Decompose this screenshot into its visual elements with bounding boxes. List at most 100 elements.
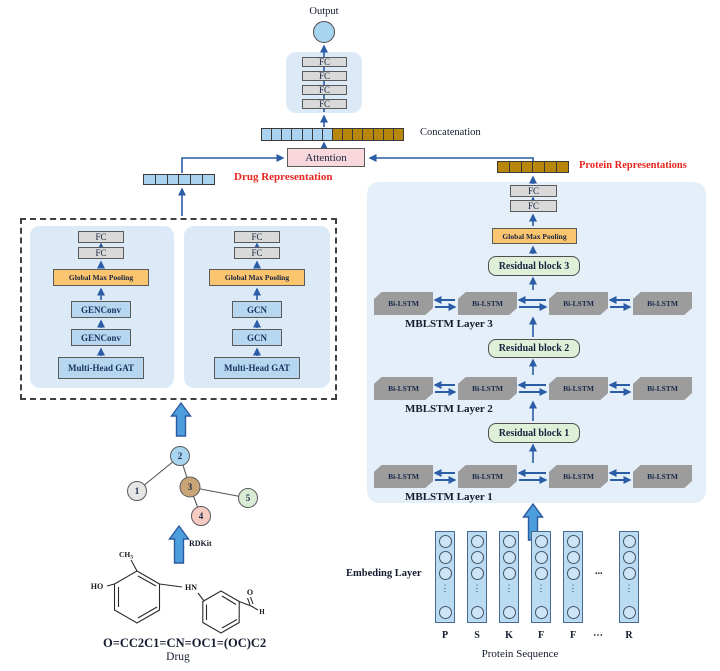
concatenation-label: Concatenation: [420, 127, 481, 138]
vector-cell: [557, 162, 568, 172]
sequence-letter: S: [474, 630, 480, 641]
mblstm-layer-label: MBLSTM Layer 3: [405, 318, 493, 330]
embedding-ellipsis: ...: [595, 566, 603, 577]
molecule-h-label: H: [259, 608, 265, 616]
protein-fc-2: FC: [510, 200, 557, 212]
top-fc-2: FC: [302, 71, 347, 81]
graph-node-3-label: 3: [188, 482, 193, 492]
output-label: Output: [309, 6, 339, 17]
embedding-unit: [502, 606, 516, 619]
residual-block-3: Residual block 3: [488, 256, 580, 276]
vector-cell: [262, 129, 273, 140]
vector-cell: [155, 175, 168, 184]
vector-cell: [144, 175, 156, 184]
embedding-unit: [502, 535, 516, 548]
vector-cell: [353, 129, 364, 140]
vector-cell: [191, 175, 204, 184]
bilstm-cell: Bi-LSTM: [458, 377, 517, 400]
sequence-letter: F: [569, 630, 577, 641]
embedding-unit: [534, 567, 548, 580]
gnn-left-fc-1: FC: [78, 231, 124, 243]
embedding-unit: [622, 567, 636, 580]
mblstm-layer-label: MBLSTM Layer 1: [405, 491, 493, 503]
embedding-column: ⋮: [499, 531, 519, 623]
embedding-dots: ⋮: [536, 583, 546, 593]
embedding-column: ⋮: [435, 531, 455, 623]
gnn-left-genconv-2: GENConv: [71, 301, 131, 318]
embedding-layer-label: Embeding Layer: [346, 568, 422, 579]
embedding-unit: [470, 606, 484, 619]
top-fc-4: FC: [302, 99, 347, 109]
molecule-hn-label: HN: [185, 583, 197, 592]
gnn-right-multihead-gat: Multi-Head GAT: [214, 357, 300, 379]
vector-cell: [363, 129, 374, 140]
embedding-unit: [470, 551, 484, 564]
bilstm-cell: Bi-LSTM: [458, 465, 517, 488]
vector-cell: [292, 129, 303, 140]
gnn-right-gcn-1: GCN: [232, 329, 282, 346]
vector-cell: [332, 129, 344, 140]
molecular-graph: 1 2 3 4 5: [127, 446, 258, 526]
stage-transition-arrows: [168, 401, 544, 564]
embedding-column: ⋮: [467, 531, 487, 623]
embedding-unit: [470, 567, 484, 580]
graph-node-5: [238, 488, 258, 508]
vector-cell: [509, 162, 522, 172]
embedding-unit: [438, 551, 452, 564]
graph-node-3: [179, 476, 201, 498]
vector-cell: [521, 162, 534, 172]
gnn-left-genconv-1: GENConv: [71, 329, 131, 346]
graph-node-2: [170, 446, 190, 466]
embedding-dots: ⋮: [472, 583, 482, 593]
molecule-ho-label: HO: [91, 582, 103, 591]
graph-node-4-label: 4: [199, 511, 204, 521]
sequence-letter: K: [505, 630, 513, 641]
gnn-right-fc-2: FC: [234, 247, 280, 259]
vector-cell: [179, 175, 192, 184]
bilstm-cell: Bi-LSTM: [374, 292, 433, 315]
embedding-unit: [438, 567, 452, 580]
graph-node-4: [191, 506, 211, 526]
embedding-unit: [566, 567, 580, 580]
vector-cell: [533, 162, 546, 172]
vector-cell: [343, 129, 354, 140]
embedding-column: ⋮: [619, 531, 639, 623]
bilstm-cell: Bi-LSTM: [549, 377, 608, 400]
vector-cell: [383, 129, 394, 140]
gnn-right-global-max-pooling: Global Max Pooling: [209, 269, 305, 286]
bilstm-cell: Bi-LSTM: [374, 377, 433, 400]
attention-block: Attention: [287, 148, 365, 167]
embedding-column: ⋮: [531, 531, 551, 623]
vector-cell: [545, 162, 558, 172]
embedding-unit: [470, 535, 484, 548]
protein-representation-vector: [497, 161, 569, 173]
drug-representation-vector: [143, 174, 215, 185]
vector-cell: [167, 175, 180, 184]
top-fc-3: FC: [302, 85, 347, 95]
drug-label: Drug: [166, 651, 190, 663]
protein-global-max-pooling: Global Max Pooling: [492, 228, 577, 244]
vector-cell: [393, 129, 403, 140]
vector-cell: [203, 175, 214, 184]
bilstm-cell: Bi-LSTM: [549, 465, 608, 488]
embedding-unit: [566, 606, 580, 619]
embedding-unit: [622, 606, 636, 619]
residual-block-1: Residual block 1: [488, 423, 580, 443]
graph-node-1: [127, 481, 147, 501]
bilstm-cell: Bi-LSTM: [633, 377, 692, 400]
sequence-letter: P: [441, 630, 449, 641]
embedding-column: ⋮: [563, 531, 583, 623]
embedding-unit: [566, 551, 580, 564]
smiles-string: O=CC2C1=CN=OC1=(OC)C2: [103, 636, 267, 650]
bilstm-cell: Bi-LSTM: [549, 292, 608, 315]
embedding-unit: [438, 606, 452, 619]
embedding-unit: [622, 551, 636, 564]
gnn-left-global-max-pooling: Global Max Pooling: [53, 269, 149, 286]
residual-block-2: Residual block 2: [488, 339, 580, 358]
graph-to-gnn-arrow: [170, 401, 192, 437]
graph-node-1-label: 1: [135, 486, 140, 496]
output-node: [313, 21, 335, 43]
protein-fc-1: FC: [510, 185, 557, 197]
embedding-dots: ⋮: [568, 583, 578, 593]
